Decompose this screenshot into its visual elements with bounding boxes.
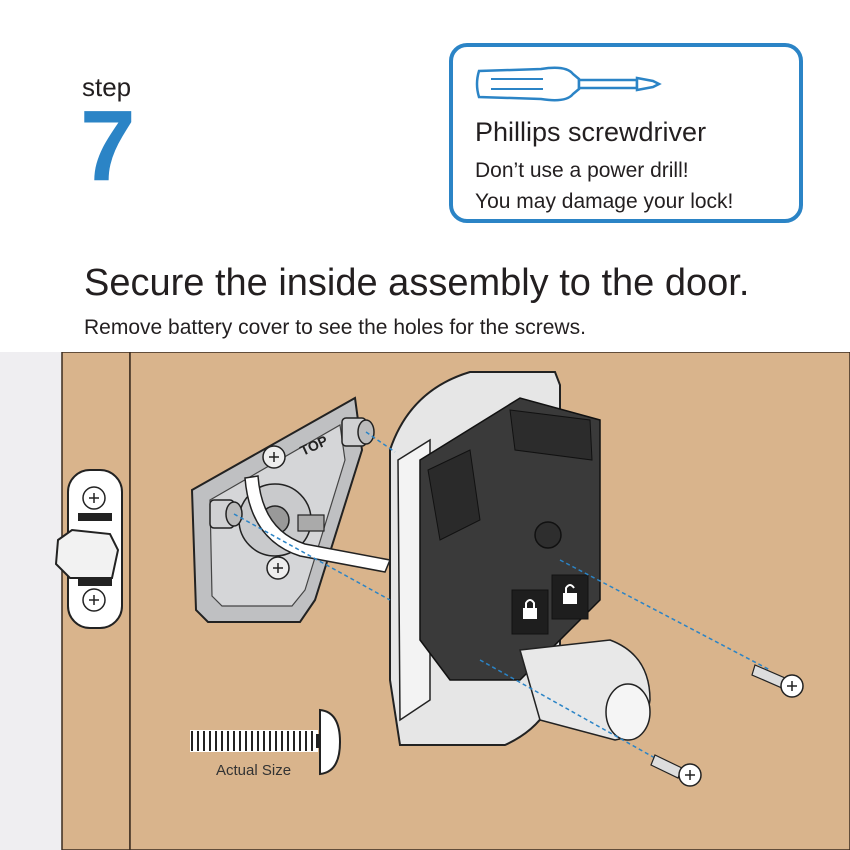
tool-warning: Don’t use a power drill! You may damage … — [475, 155, 733, 217]
step-number: 7 — [80, 90, 136, 202]
screw-right — [751, 664, 804, 698]
instruction-title: Secure the inside assembly to the door. — [84, 262, 750, 304]
inside-lock-assembly — [389, 371, 651, 746]
latch-plate — [54, 469, 123, 629]
tool-warning-line-2: You may damage your lock! — [475, 190, 734, 213]
lock-button-right — [551, 574, 589, 620]
tool-warning-line-1: Don’t use a power drill! — [475, 159, 689, 182]
step-label: step — [82, 72, 132, 102]
screw-alignment-lines — [233, 431, 771, 773]
door-wall — [0, 352, 62, 850]
actual-size-caption: Actual Size — [216, 762, 292, 779]
phillips-screwdriver-icon — [475, 66, 662, 102]
installation-illustration: TOP — [0, 352, 850, 850]
tool-name: Phillips screwdriver — [475, 117, 707, 147]
screw-bottom — [650, 754, 702, 787]
tool-callout: Phillips screwdriver Don’t use a power d… — [449, 43, 803, 223]
lock-cable — [244, 475, 392, 573]
actual-size-screw — [190, 708, 342, 776]
instruction-subtitle: Remove battery cover to see the holes fo… — [84, 316, 586, 339]
